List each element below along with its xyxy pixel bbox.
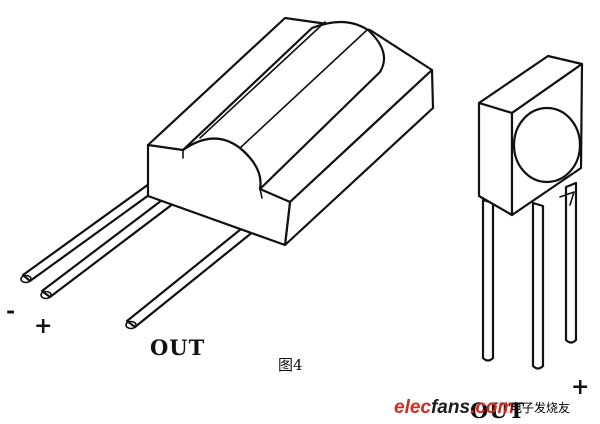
label-plus-right: + [571,374,589,400]
right-pin-right [564,181,578,344]
label-minus: - [6,298,15,324]
watermark: elecfans.com 电子发烧友 [394,397,570,418]
left-pin-plus [40,186,188,300]
watermark-com: .com [470,397,514,418]
right-pin-middle [531,201,545,370]
left-pin-out [125,223,256,330]
left-lens-dome [181,20,386,191]
figure-caption: 图4 [278,356,303,374]
right-component [477,54,584,370]
left-component [20,16,435,330]
label-plus: + [34,313,52,339]
left-pin-minus [20,174,169,284]
label-out-left: OUT [150,335,205,360]
watermark-text: elecfans.com [394,397,515,418]
right-pin-left [481,198,495,362]
watermark-fans: fans [431,397,470,418]
watermark-elec: elec [394,397,431,418]
right-lens [512,106,582,184]
right-housing-front [477,101,514,217]
watermark-tagline: 电子发烧友 [510,400,570,415]
label-out-right: OUT [470,398,525,423]
